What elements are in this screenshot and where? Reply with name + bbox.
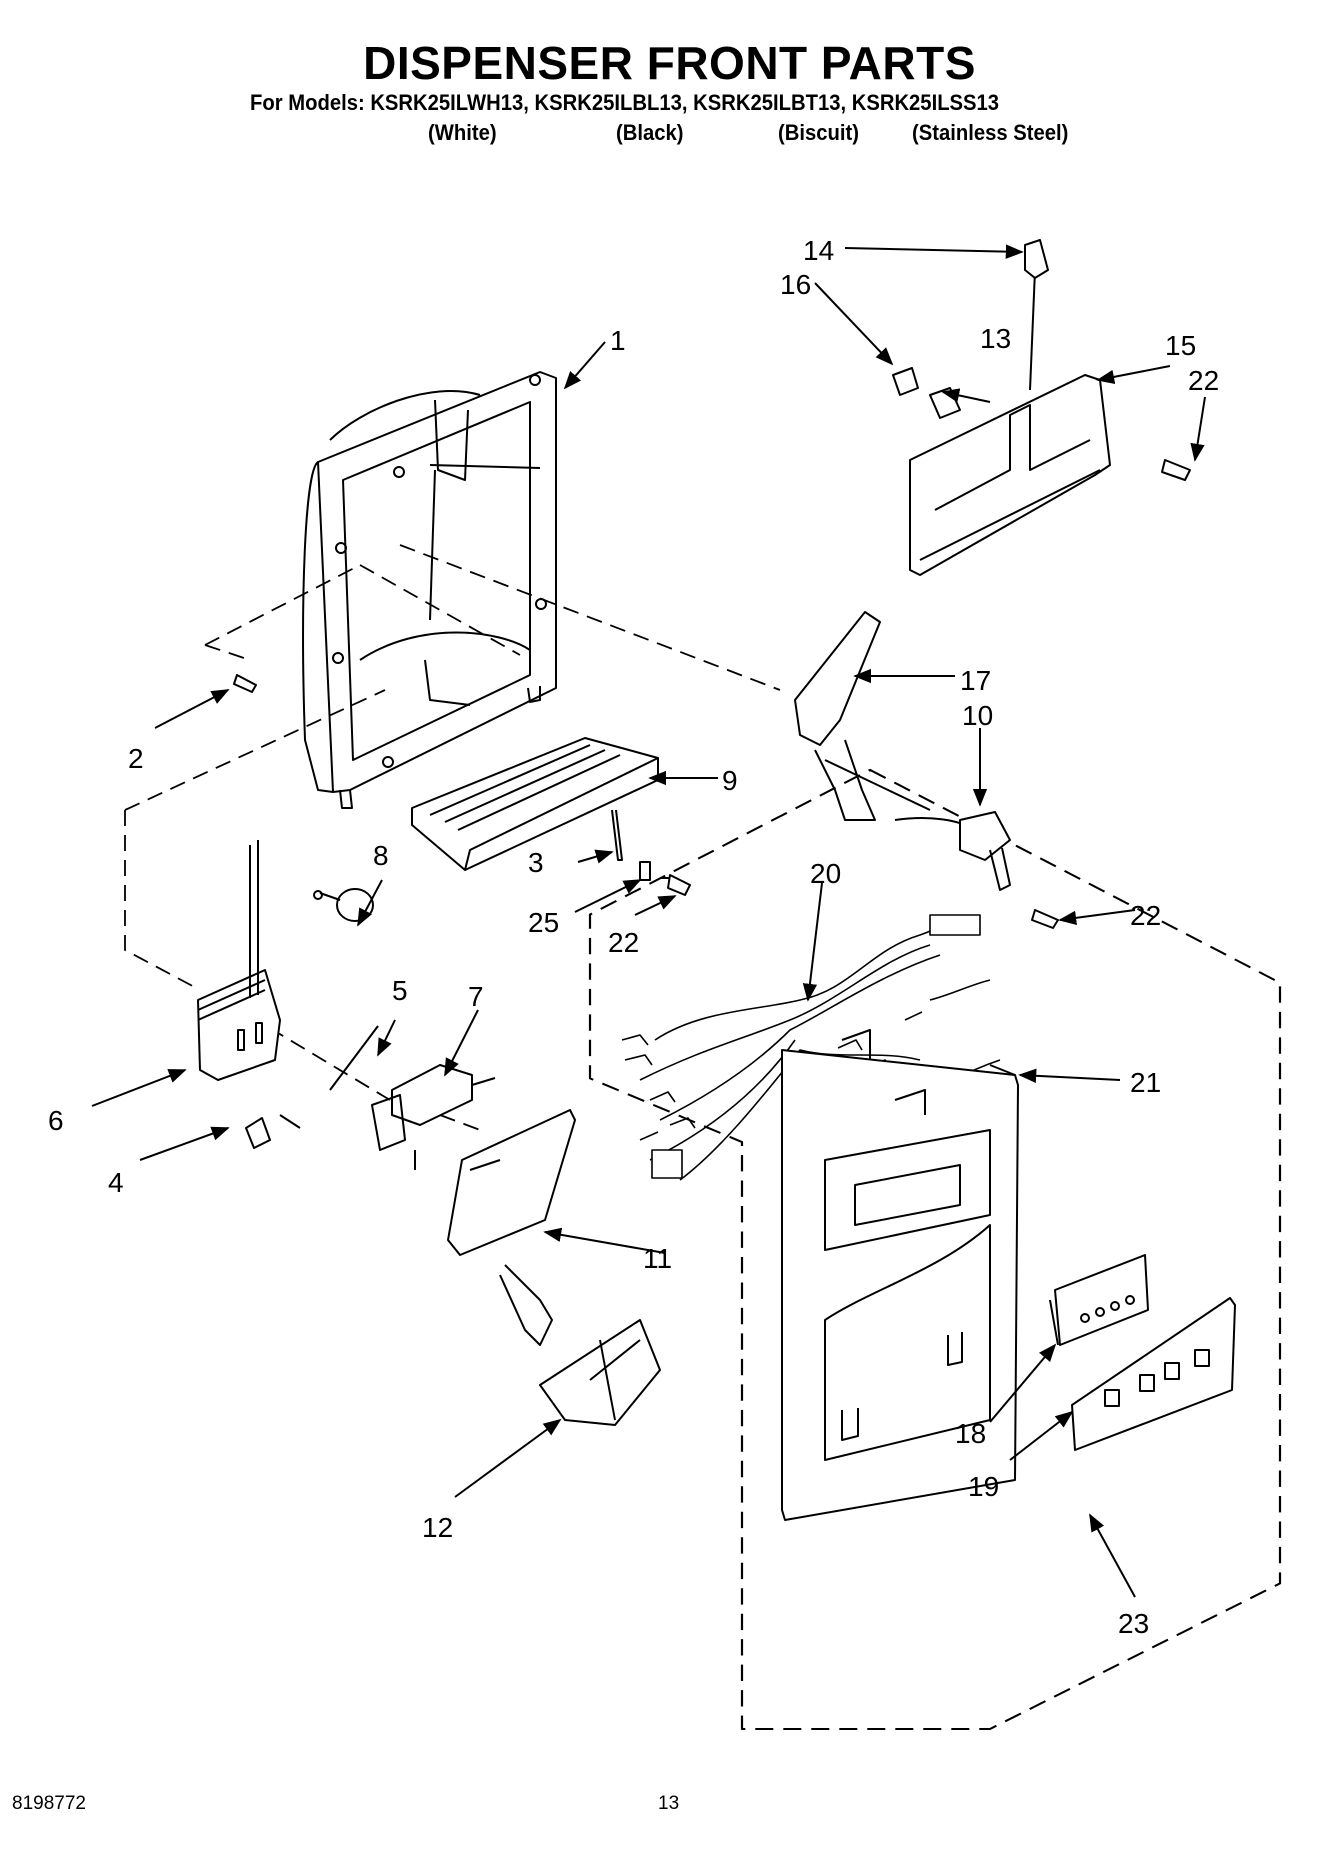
callout-1: 1 — [610, 325, 626, 356]
spring-part — [245, 1114, 301, 1149]
assembly-outline-part — [588, 768, 1282, 1731]
screw-part-2 — [233, 674, 257, 693]
models-line: For Models: KSRK25ILWH13, KSRK25ILBL13, … — [250, 90, 1000, 115]
callout-22: 22 — [608, 927, 639, 958]
page-number: 13 — [658, 1793, 680, 1814]
microswitch-part — [1024, 239, 1049, 279]
actuator-part — [371, 1064, 496, 1170]
screw-part-4 — [1031, 909, 1059, 929]
callout-labels: 1 2 3 4 5 6 7 8 9 10 11 12 13 14 15 16 1… — [48, 235, 1219, 1639]
callout-21: 21 — [1130, 1067, 1161, 1098]
callout-9: 9 — [722, 765, 738, 796]
front-panel-part — [781, 1029, 1019, 1521]
callout-19: 19 — [968, 1471, 999, 1502]
callout-5: 5 — [392, 975, 408, 1006]
callout-4: 4 — [108, 1167, 124, 1198]
callout-7: 7 — [468, 981, 484, 1012]
callout-18: 18 — [955, 1418, 986, 1449]
callout-22: 22 — [1130, 900, 1161, 931]
housing-frame-part — [302, 371, 557, 809]
switch-bracket-part — [894, 811, 1011, 891]
ice-paddle-part — [447, 1109, 576, 1346]
variant-stainless-steel: (Stainless Steel) — [912, 120, 1069, 145]
callout-12: 12 — [422, 1512, 453, 1543]
wire-harness-part — [621, 914, 1001, 1181]
solenoid-part — [313, 888, 374, 922]
variant-biscuit: (Biscuit) — [778, 120, 859, 145]
callout-22: 22 — [1188, 365, 1219, 396]
membrane-keypad-part — [1071, 1297, 1236, 1451]
callout-16: 16 — [780, 269, 811, 300]
callout-2: 2 — [128, 743, 144, 774]
screw-part — [660, 874, 691, 896]
callout-25: 25 — [528, 907, 559, 938]
callout-13: 13 — [980, 323, 1011, 354]
upper-bracket-part — [909, 269, 1111, 576]
variant-black: (Black) — [616, 120, 684, 145]
page-title: DISPENSER FRONT PARTS — [363, 37, 976, 89]
callout-14: 14 — [803, 235, 834, 266]
callout-23: 23 — [1118, 1608, 1149, 1639]
callout-15: 15 — [1165, 330, 1196, 361]
pin-part — [329, 1025, 379, 1091]
variant-white: (White) — [428, 120, 497, 145]
callout-10: 10 — [962, 700, 993, 731]
clip-part — [639, 861, 651, 881]
switch-module-part — [197, 840, 281, 1081]
callout-8: 8 — [373, 840, 389, 871]
screw-part-3 — [1161, 459, 1191, 481]
water-lever-part — [794, 611, 931, 821]
ice-chute-part — [539, 1319, 661, 1426]
spring-clip-part — [611, 809, 623, 861]
callout-6: 6 — [48, 1105, 64, 1136]
callout-20: 20 — [810, 858, 841, 889]
callout-3: 3 — [528, 847, 544, 878]
control-board-part — [1049, 1254, 1149, 1346]
lamp-bulb-part — [892, 367, 919, 396]
callout-17: 17 — [960, 665, 991, 696]
callout-11: 11 — [643, 1243, 672, 1274]
document-number: 8198772 — [12, 1793, 86, 1814]
